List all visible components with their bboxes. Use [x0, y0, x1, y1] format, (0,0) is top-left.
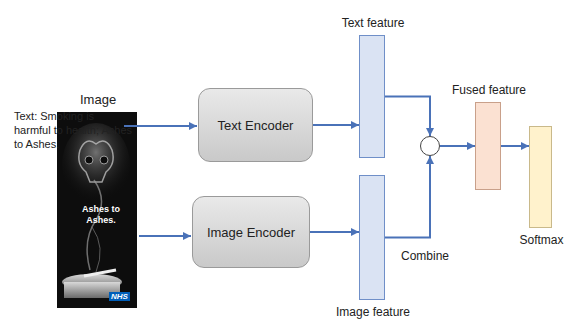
connector-arrow	[440, 145, 475, 147]
vector-label: Combine	[401, 249, 449, 263]
fused-vector: Fused feature	[475, 102, 501, 190]
encoder-box: Text Encoder	[198, 88, 313, 162]
box-label: Text Encoder	[218, 118, 294, 133]
softmax-layer: Softmax	[529, 126, 552, 228]
connector-arrow	[501, 145, 529, 147]
input-arrow	[139, 235, 191, 237]
box-label: Image Encoder	[207, 225, 295, 240]
image-title: Image	[80, 92, 116, 107]
smoke-eye	[100, 156, 108, 164]
smoke-trail	[92, 227, 100, 272]
poster-text: Ashes to Ashes.	[76, 204, 126, 226]
logo-text: NHS	[109, 292, 130, 301]
cigarette	[84, 270, 116, 276]
connector-arrow	[313, 124, 359, 126]
vector-label: Text feature	[342, 16, 405, 30]
connector-arrow	[385, 97, 430, 137]
connector-arrow	[385, 156, 430, 238]
encoder-box: Image Encoder	[192, 196, 310, 268]
smoke-skull	[79, 141, 113, 182]
vector-label: Fused feature	[452, 83, 526, 97]
connector-arrow	[310, 231, 359, 233]
input-text: Text: Smoking is harmful to health; Ashe…	[14, 109, 132, 151]
poster-background	[57, 112, 137, 308]
feature-vector: Text feature	[359, 35, 385, 158]
vector-label: Softmax	[520, 233, 564, 247]
vector-label: Image feature	[336, 305, 410, 319]
input-arrow	[124, 125, 197, 127]
combine-operator: Combine	[420, 136, 440, 156]
smoke-eye	[85, 156, 93, 164]
feature-vector: Image feature	[359, 175, 385, 300]
